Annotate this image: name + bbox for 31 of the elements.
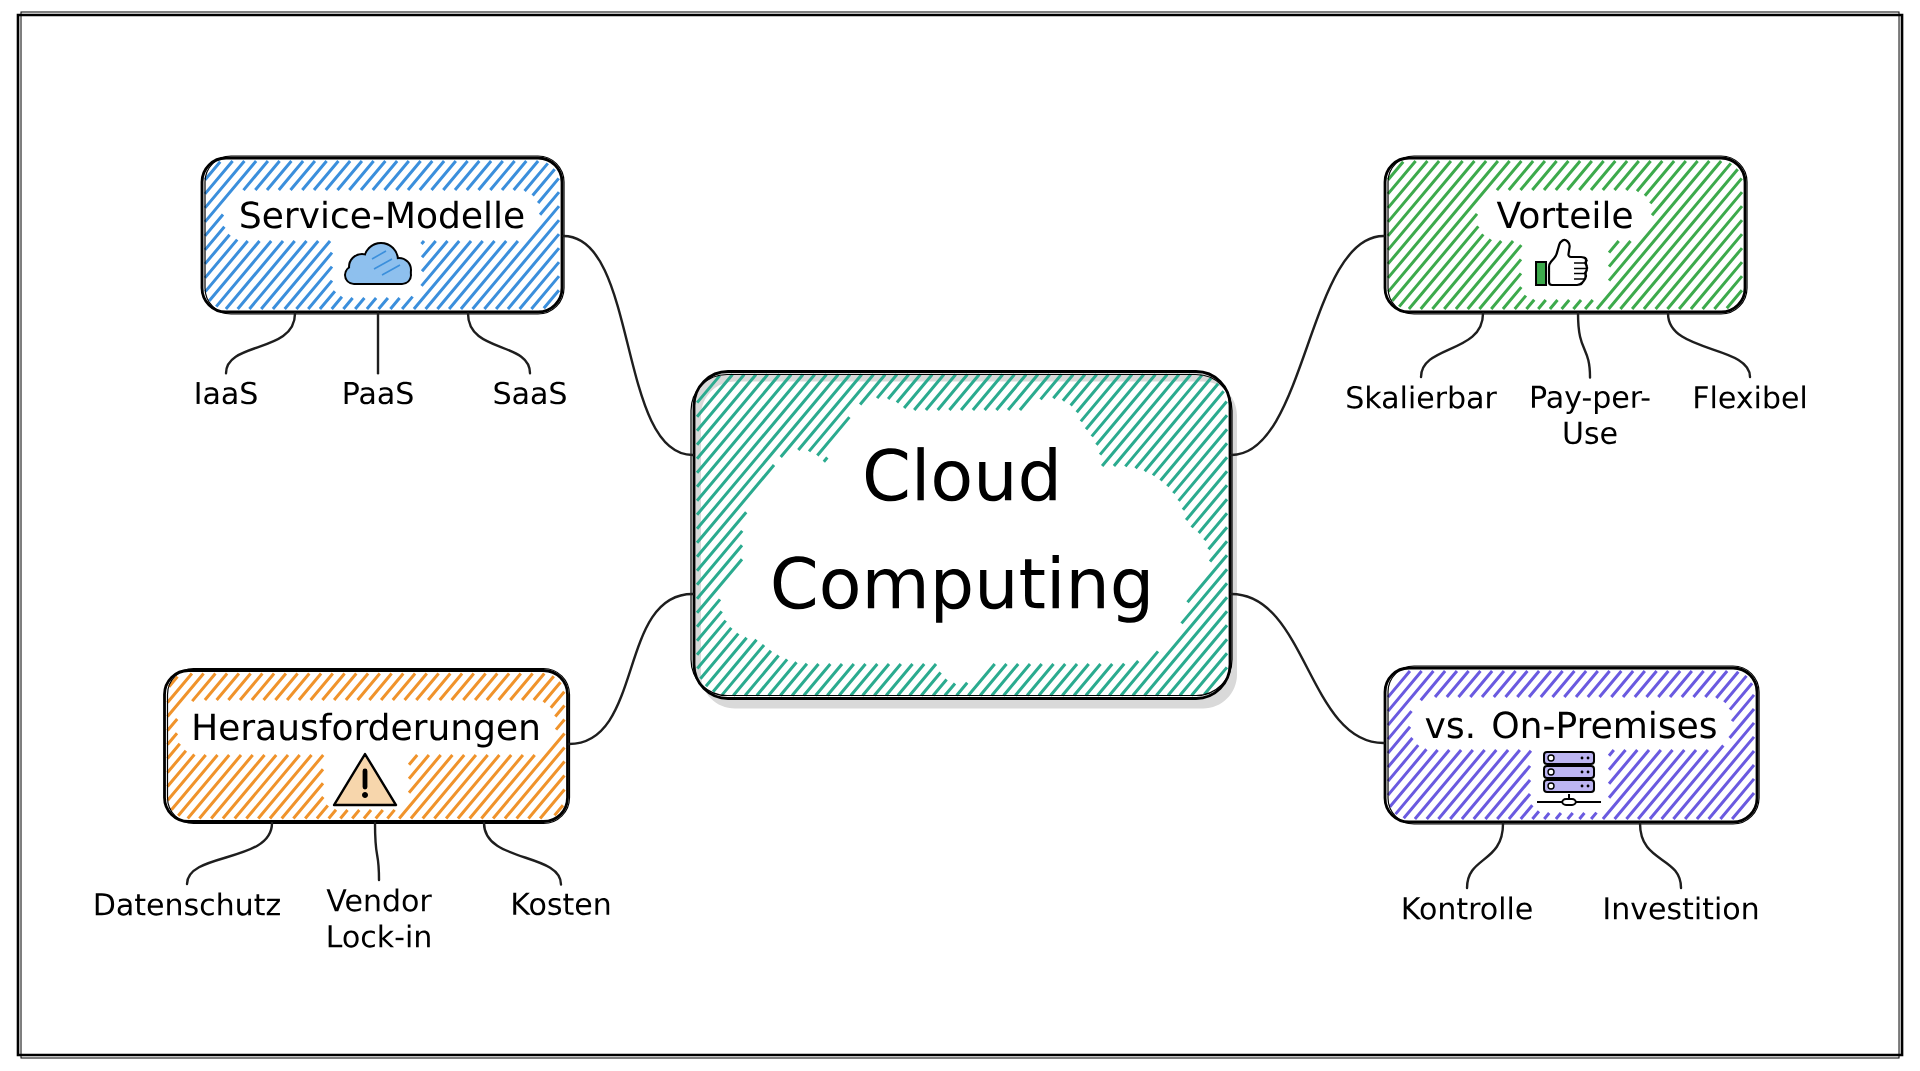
topic-box: vs. On-Premises (1383, 665, 1760, 825)
connector (562, 234, 694, 457)
connector (373, 821, 381, 882)
branch-label: Datenschutz (95, 892, 280, 916)
branch-label: Flexibel (1695, 385, 1805, 409)
connector (482, 821, 563, 886)
topic-box: Service-Modelle (200, 155, 565, 315)
connector (1576, 312, 1592, 379)
connector (185, 821, 274, 886)
branch-label: IaaS (196, 381, 257, 405)
connector (466, 312, 532, 375)
connector (1465, 822, 1505, 890)
branch-label: Skalierbar (1347, 385, 1497, 409)
connector (224, 312, 297, 375)
connector (567, 592, 694, 746)
branch-label: Kosten (513, 892, 610, 916)
branch-label: Vendor Lock-in (326, 888, 432, 948)
connector (1230, 234, 1385, 457)
connector (1638, 822, 1683, 890)
branch-label: Kontrolle (1403, 896, 1532, 920)
branch-label: PaaS (344, 381, 413, 405)
branch-label: Pay-per-Use (1532, 385, 1650, 445)
topic-box: Herausforderungen (163, 667, 571, 825)
branch-label: Investition (1605, 896, 1758, 920)
connector (1230, 592, 1385, 745)
topic-box: Vorteile (1383, 155, 1748, 315)
connector (1666, 312, 1752, 379)
connector (1419, 312, 1485, 379)
branch-label: SaaS (494, 381, 566, 405)
central-box: Cloud Computing (690, 370, 1237, 709)
connector (376, 312, 380, 375)
